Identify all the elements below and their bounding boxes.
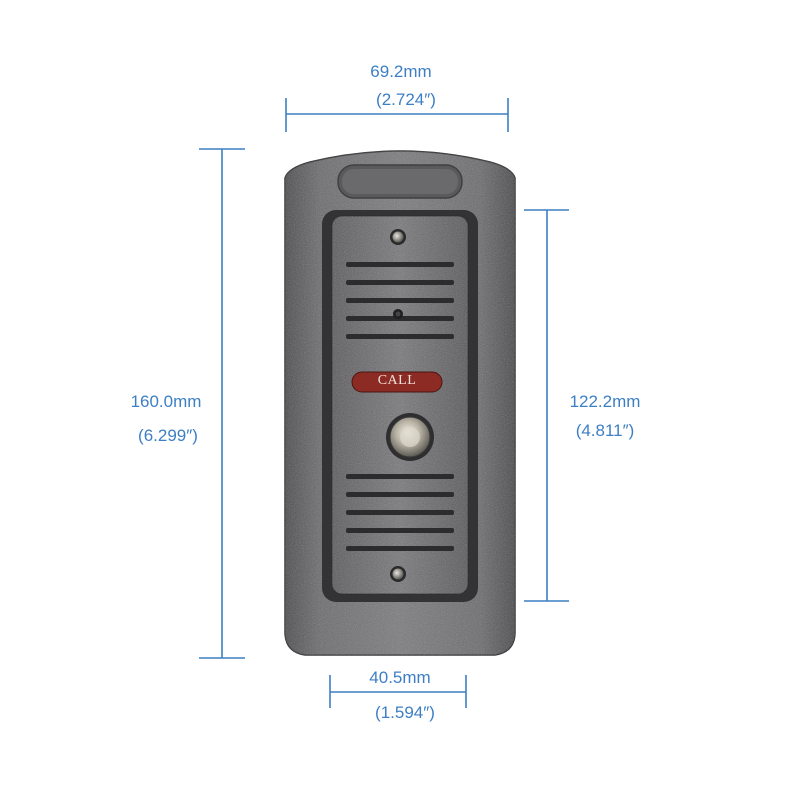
grille-slot [346, 298, 454, 303]
left-height-mm: 160.0mm [130, 392, 202, 411]
left-height-inch: (6.299″) [138, 426, 198, 445]
grille-slot [346, 262, 454, 267]
call-button[interactable] [386, 413, 434, 461]
grille-slot [346, 510, 454, 515]
speaker-grille-upper [346, 262, 454, 339]
top-width-inch: (2.724″) [376, 90, 436, 109]
grille-slot [346, 280, 454, 285]
grille-slot [346, 474, 454, 479]
grille-slot [346, 492, 454, 497]
camera-lens-icon [393, 309, 403, 319]
right-height-inch: (4.811″) [575, 421, 635, 440]
bottom-width-inch: (1.594″) [375, 703, 435, 722]
dimension-lines [199, 98, 569, 708]
right-height-mm: 122.2mm [569, 392, 641, 411]
top-width-mm: 69.2mm [370, 62, 432, 81]
speaker-grille-lower [346, 474, 454, 551]
grille-slot [346, 334, 454, 339]
call-label: CALL [377, 373, 417, 388]
top-screw-icon [390, 229, 406, 245]
call-badge [351, 371, 443, 393]
grille-slot [346, 546, 454, 551]
bottom-screw-icon [390, 566, 406, 582]
grille-slot [346, 528, 454, 533]
doorbell-faceplate [322, 210, 478, 602]
bottom-width-mm: 40.5mm [369, 668, 431, 687]
